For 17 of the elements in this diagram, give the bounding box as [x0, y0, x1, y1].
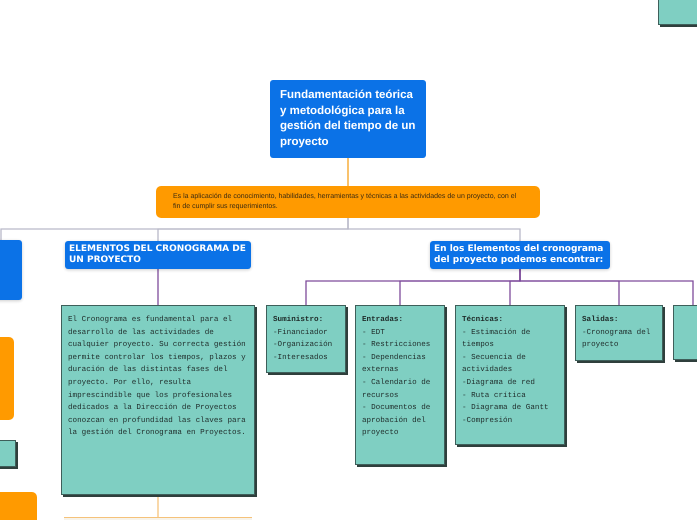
connector-line [347, 158, 349, 186]
detail-box [61, 305, 255, 495]
topic-box [270, 80, 426, 158]
connector-line [347, 218, 521, 241]
detail-box [355, 305, 445, 465]
box-text: En los Elementos del cronograma del proyecto podemos encontrar: [434, 244, 604, 266]
detail-box [575, 305, 663, 361]
detail-box [455, 305, 565, 445]
subtopic-box [430, 241, 610, 269]
box-text: Fundamentación teórica y metodológica para la gestión del tiempo de un proyecto [280, 88, 416, 150]
connector-line [157, 268, 159, 305]
connector-line [519, 268, 694, 305]
box-text: ELEMENTOS DEL CRONOGRAMA DE UN PROYECTO [69, 244, 247, 266]
detail-box [266, 305, 346, 374]
note-box [156, 186, 540, 218]
connector-line [157, 495, 159, 517]
subtopic-box [65, 241, 251, 269]
